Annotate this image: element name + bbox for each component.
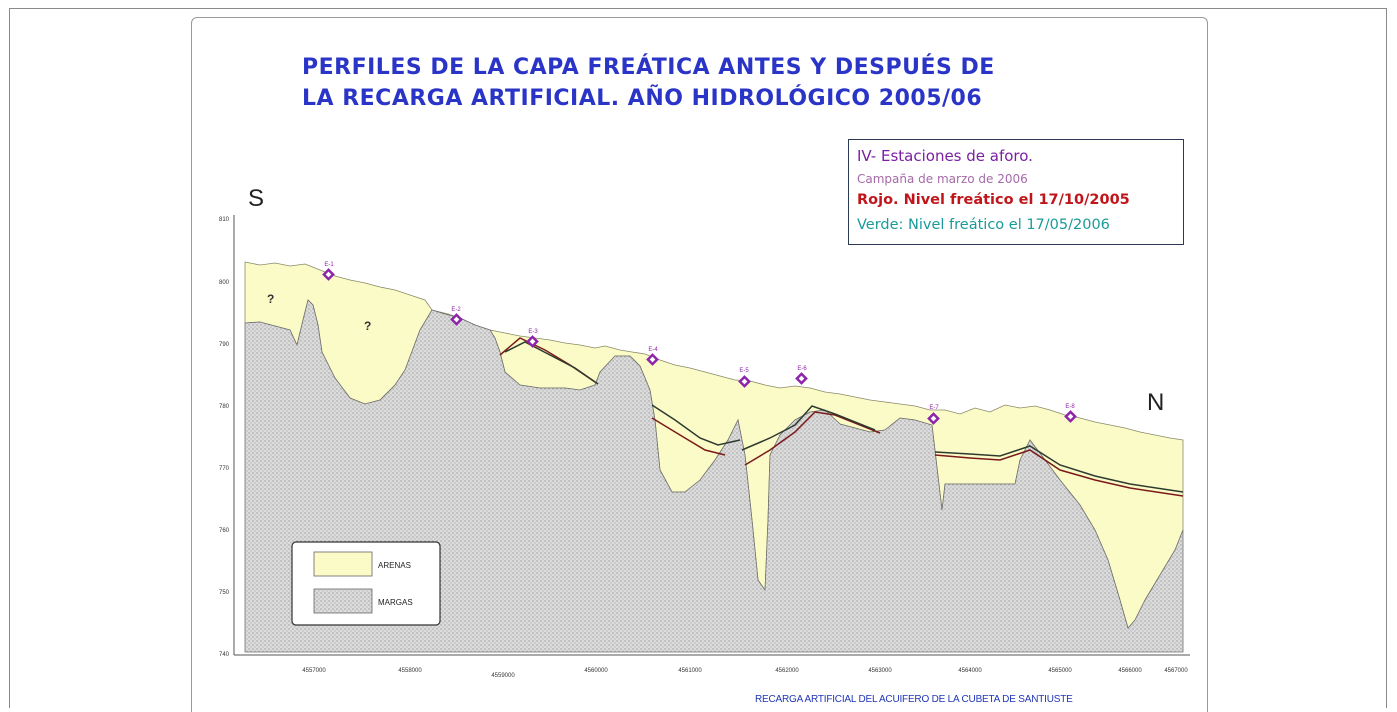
station-marker: E-1 [322, 262, 335, 281]
y-tick: 750 [219, 590, 230, 596]
water-table-after-3 [741, 405, 876, 451]
x-tick: 4558000 [398, 668, 422, 674]
station-label: E-8 [1065, 404, 1075, 410]
x-tick: 4564000 [958, 668, 982, 674]
station-label: E-4 [648, 347, 658, 353]
water-table-before-3 [744, 411, 881, 466]
info-box-green-line: Verde: Nivel freático el 17/05/2006 [857, 217, 1110, 233]
station-label: E-5 [739, 368, 749, 374]
x-tick: 4559000 [491, 673, 515, 679]
x-tick: 4566000 [1118, 668, 1142, 674]
station-label: E-6 [797, 366, 807, 372]
legend-marl-label: MARGAS [378, 598, 413, 607]
legend-sand-label: ARENAS [378, 561, 411, 570]
y-tick: 760 [219, 528, 230, 534]
x-tick: 4557000 [302, 668, 326, 674]
info-box-title: IV- Estaciones de aforo. [857, 147, 1033, 165]
marl-layer [244, 299, 1184, 653]
x-tick: 4560000 [584, 668, 608, 674]
legend-box: ARENAS MARGAS [291, 541, 441, 626]
y-tick: 740 [219, 652, 230, 658]
info-box-subtitle: Campaña de marzo de 2006 [857, 172, 1028, 186]
x-tick: 4561000 [678, 668, 702, 674]
footer-caption: RECARGA ARTIFICIAL DEL ACUIFERO DE LA CU… [755, 694, 1073, 705]
info-box-red-line: Rojo. Nivel freático el 17/10/2005 [857, 192, 1130, 208]
water-table-after-2 [651, 404, 741, 446]
y-tick: 770 [219, 466, 230, 472]
y-tick: 800 [219, 280, 230, 286]
station-marker: E-6 [795, 366, 808, 385]
station-marker: E-2 [450, 307, 463, 326]
y-tick: 790 [219, 342, 230, 348]
water-table-after [504, 341, 599, 385]
water-table-before-4 [934, 449, 1184, 497]
unknown-mark: ? [364, 319, 371, 333]
y-axis-ticks: 810 800 790 780 770 760 750 740 [219, 217, 230, 658]
diagram-title-line-2: LA RECARGA ARTIFICIAL. AÑO HIDROLÓGICO 2… [302, 86, 983, 111]
station-label: E-1 [324, 262, 334, 268]
station-label: E-7 [929, 405, 939, 411]
south-label: S [248, 185, 264, 212]
x-tick: 4567000 [1164, 668, 1188, 674]
x-tick: 4565000 [1048, 668, 1072, 674]
water-table-after-4 [934, 445, 1184, 493]
diagram-title-line-1: PERFILES DE LA CAPA FREÁTICA ANTES Y DES… [302, 55, 995, 80]
north-label: N [1147, 389, 1164, 416]
x-tick: 4563000 [868, 668, 892, 674]
water-table-before-2 [651, 417, 726, 456]
x-tick: 4562000 [775, 668, 799, 674]
station-label: E-3 [528, 329, 538, 335]
y-tick: 810 [219, 217, 230, 223]
y-tick: 780 [219, 404, 230, 410]
station-label: E-2 [451, 307, 461, 313]
x-axis-ticks: 4557000 4558000 4559000 4560000 4561000 … [302, 668, 1188, 679]
unknown-mark: ? [267, 292, 274, 306]
info-box: IV- Estaciones de aforo. Campaña de marz… [848, 139, 1184, 245]
